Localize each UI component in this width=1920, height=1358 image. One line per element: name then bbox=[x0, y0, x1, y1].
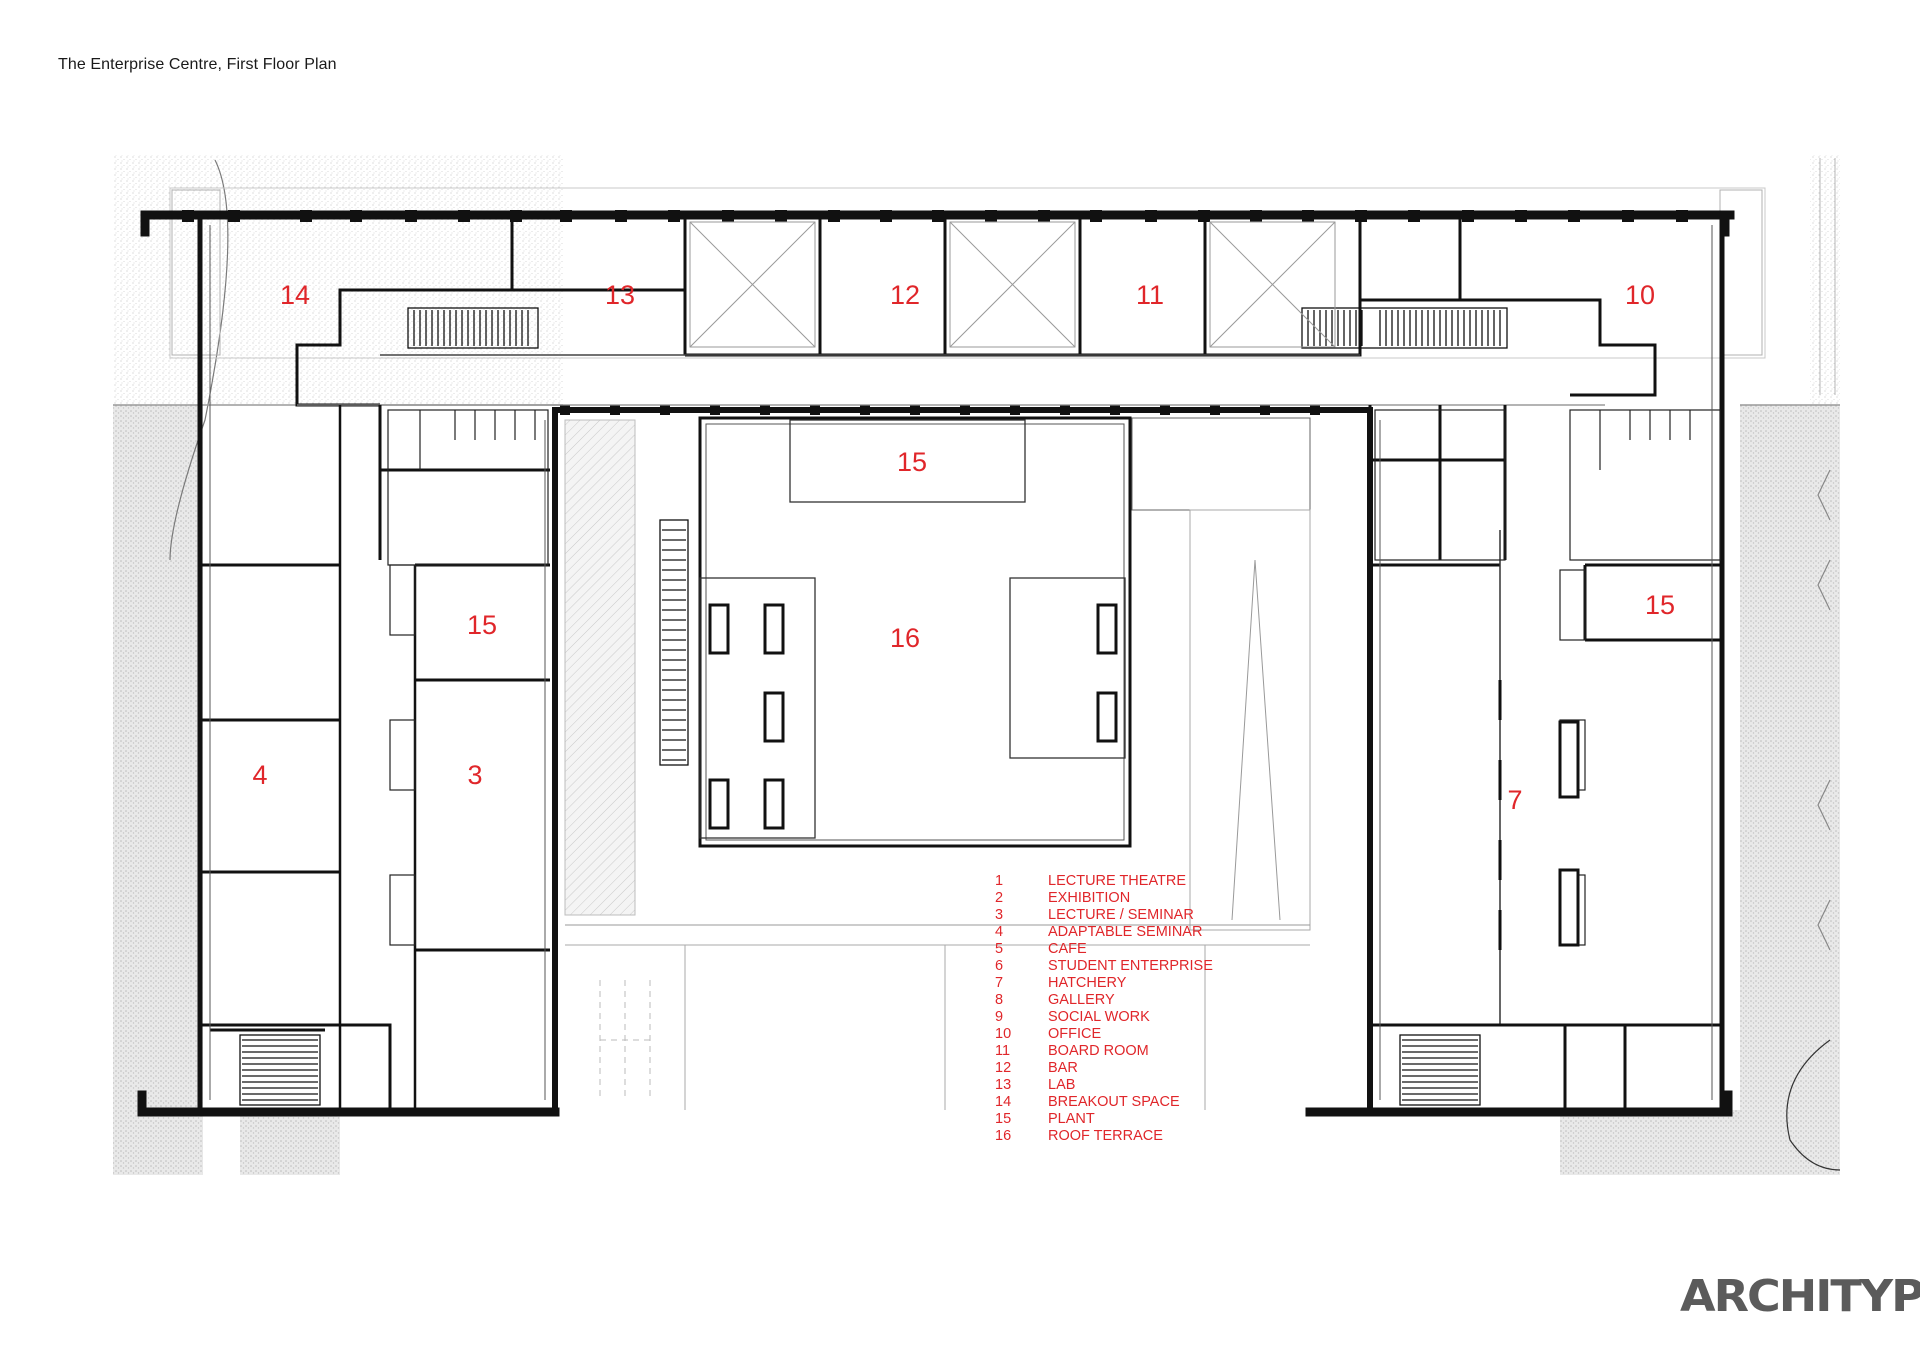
legend-num: 10 bbox=[995, 1026, 1011, 1042]
legend-num: 13 bbox=[995, 1077, 1011, 1093]
room-label-13: 13 bbox=[605, 280, 635, 310]
room-label-10: 10 bbox=[1625, 280, 1655, 310]
legend-label: BOARD ROOM bbox=[1048, 1043, 1149, 1059]
legend-label: BAR bbox=[1048, 1060, 1078, 1076]
legend-label: ADAPTABLE SEMINAR bbox=[1048, 924, 1202, 940]
site-landscape bbox=[113, 155, 1841, 1175]
legend-label: SOCIAL WORK bbox=[1048, 1009, 1150, 1025]
roof-terrace bbox=[564, 416, 1311, 1110]
legend-num: 11 bbox=[995, 1043, 1010, 1059]
facade-mullions bbox=[182, 210, 1688, 415]
room-label-15-center: 15 bbox=[897, 447, 927, 477]
legend-num: 8 bbox=[995, 992, 1003, 1008]
room-legend: 1 LECTURE THEATRE 2 EXHIBITION 3 LECTURE… bbox=[995, 873, 1213, 1144]
legend-num: 16 bbox=[995, 1128, 1011, 1144]
legend-num: 9 bbox=[995, 1009, 1003, 1025]
legend-num: 7 bbox=[995, 975, 1003, 991]
legend-num: 15 bbox=[995, 1111, 1011, 1127]
legend-num: 5 bbox=[995, 941, 1003, 957]
legend-label: EXHIBITION bbox=[1048, 890, 1130, 906]
legend-label: ROOF TERRACE bbox=[1048, 1128, 1163, 1144]
legend-label: CAFE bbox=[1048, 941, 1087, 957]
room-label-16: 16 bbox=[890, 623, 920, 653]
architype-logo: ARCHITYPE bbox=[1680, 1270, 1920, 1322]
legend-num: 4 bbox=[995, 924, 1003, 940]
legend-num: 12 bbox=[995, 1060, 1011, 1076]
planters bbox=[708, 603, 1580, 947]
interior-walls bbox=[200, 215, 1720, 1110]
legend-label: HATCHERY bbox=[1048, 975, 1127, 991]
page-title: The Enterprise Centre, First Floor Plan bbox=[58, 56, 337, 73]
room-label-15-left: 15 bbox=[467, 610, 497, 640]
room-label-14: 14 bbox=[280, 280, 310, 310]
legend-num: 6 bbox=[995, 958, 1003, 974]
legend-label: LAB bbox=[1048, 1077, 1075, 1093]
room-label-12: 12 bbox=[890, 280, 920, 310]
room-labels: 14 13 12 11 10 15 16 15 15 4 3 7 bbox=[252, 280, 1675, 815]
legend-label: STUDENT ENTERPRISE bbox=[1048, 958, 1213, 974]
room-label-15-right: 15 bbox=[1645, 590, 1675, 620]
legend-num: 14 bbox=[995, 1094, 1011, 1110]
legend-label: OFFICE bbox=[1048, 1026, 1101, 1042]
legend-label: LECTURE / SEMINAR bbox=[1048, 907, 1194, 923]
legend-label: PLANT bbox=[1048, 1111, 1095, 1127]
legend-num: 3 bbox=[995, 907, 1003, 923]
voids bbox=[689, 221, 1336, 348]
room-label-3: 3 bbox=[467, 760, 482, 790]
room-label-11: 11 bbox=[1136, 280, 1164, 310]
glazing bbox=[209, 225, 1713, 1100]
room-label-4: 4 bbox=[252, 760, 267, 790]
legend-label: LECTURE THEATRE bbox=[1048, 873, 1186, 889]
room-label-7: 7 bbox=[1507, 785, 1522, 815]
stairs bbox=[239, 307, 1508, 1106]
legend-num: 2 bbox=[995, 890, 1003, 906]
legend-label: GALLERY bbox=[1048, 992, 1115, 1008]
legend-num: 1 bbox=[995, 873, 1003, 889]
legend-label: BREAKOUT SPACE bbox=[1048, 1094, 1180, 1110]
